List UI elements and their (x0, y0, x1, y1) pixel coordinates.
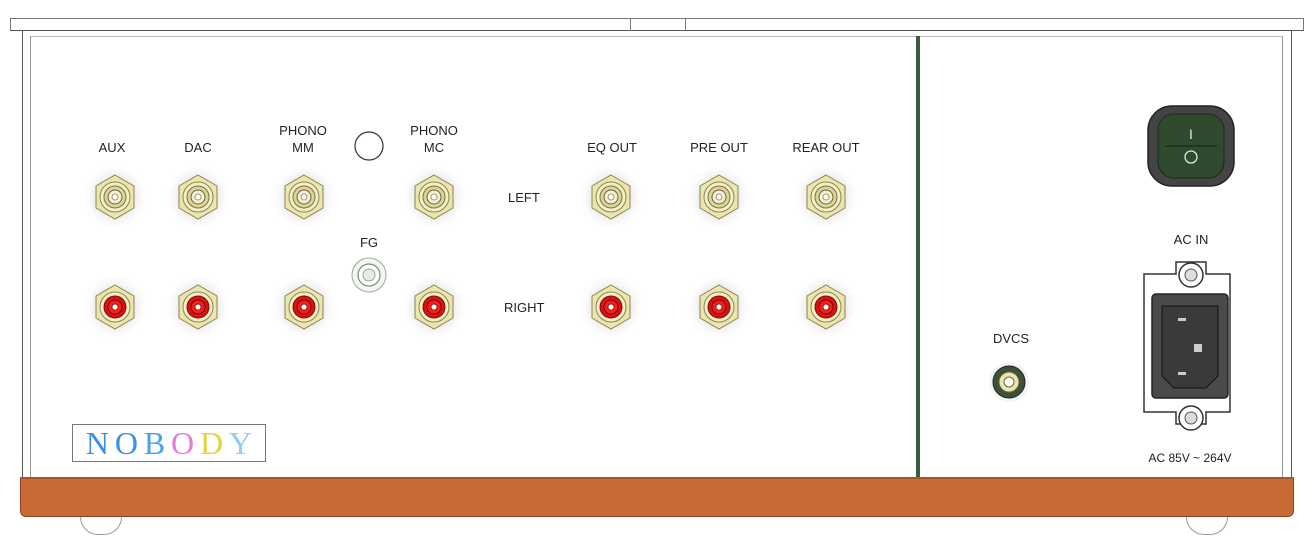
rear-out-left-jack[interactable] (791, 162, 861, 232)
dvcs-label: DVCS (992, 331, 1030, 346)
switch-off-mark (1184, 150, 1198, 164)
input-label-aux: AUX (98, 140, 126, 155)
dvcs-jack[interactable] (989, 362, 1029, 402)
brand-logo: N O B O D Y (72, 424, 266, 462)
output-label-rear-out: REAR OUT (792, 140, 860, 155)
eq-out-right-jack[interactable] (576, 272, 646, 342)
top-lid (10, 18, 1304, 31)
ac-voltage-label: AC 85V ~ 264V (1148, 451, 1232, 465)
top-lid-seam (630, 18, 686, 31)
mounting-hole (354, 131, 384, 161)
switch-on-mark: I (1189, 126, 1193, 142)
channel-label-right: RIGHT (504, 300, 545, 315)
channel-label-left: LEFT (508, 190, 540, 205)
aux-right-jack[interactable] (80, 272, 150, 342)
wooden-base (20, 477, 1294, 517)
wooden-base-top-line (20, 477, 1294, 479)
chassis-inner-edge (30, 36, 1283, 477)
input-label-phono-mc: PHONO MC (410, 123, 458, 155)
input-label-phono-mm: PHONO MM (279, 123, 327, 155)
phono-mm-left-jack[interactable] (269, 162, 339, 232)
brand-letter-n: N (85, 425, 110, 461)
ac-inlet[interactable] (1143, 261, 1231, 431)
brand-letter-y: Y (228, 425, 253, 461)
power-switch[interactable]: I (1147, 105, 1235, 187)
aux-left-jack[interactable] (80, 162, 150, 232)
section-divider (916, 36, 920, 478)
phono-mc-left-jack[interactable] (399, 162, 469, 232)
eq-out-left-jack[interactable] (576, 162, 646, 232)
ac-in-label: AC IN (1173, 232, 1209, 247)
dac-right-jack[interactable] (163, 272, 233, 342)
input-label-dac: DAC (184, 140, 212, 155)
phono-mc-right-jack[interactable] (399, 272, 469, 342)
brand-letter-o1: O (114, 425, 138, 461)
dac-left-jack[interactable] (163, 162, 233, 232)
brand-letter-b: B (143, 425, 166, 461)
brand-letter-d: D (199, 425, 224, 461)
pre-out-left-jack[interactable] (684, 162, 754, 232)
ground-terminal-icon[interactable] (351, 257, 387, 293)
chassis-back-panel (22, 30, 1292, 478)
output-label-pre-out: PRE OUT (690, 140, 748, 155)
phono-mm-right-jack[interactable] (269, 272, 339, 342)
brand-letter-o2: O (171, 425, 195, 461)
output-label-eq-out: EQ OUT (587, 140, 637, 155)
ground-label: FG (359, 235, 379, 250)
rear-out-right-jack[interactable] (791, 272, 861, 342)
pre-out-right-jack[interactable] (684, 272, 754, 342)
